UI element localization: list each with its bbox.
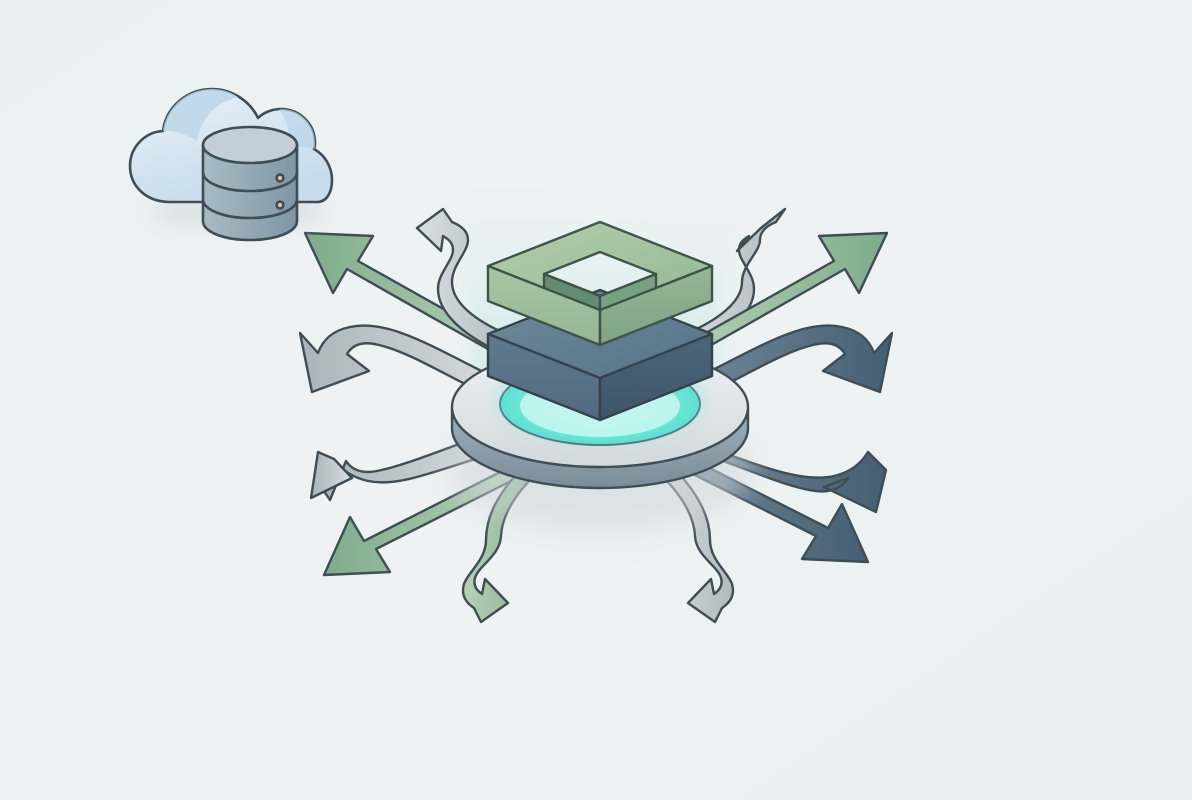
node-cloud-database	[128, 87, 334, 242]
arrow-up-right-wave	[674, 207, 787, 358]
database-led-1	[275, 173, 285, 183]
arrow-left-curved	[298, 324, 514, 405]
hub-upper-block	[486, 220, 714, 347]
database-top-disc	[201, 125, 299, 165]
upper-block-right	[598, 264, 714, 347]
arrow-right-curved	[678, 324, 894, 405]
database-band-1	[201, 171, 299, 193]
database-led-2	[275, 200, 285, 210]
cloud-shade-right	[279, 109, 315, 149]
arrow-group	[298, 207, 894, 624]
lower-block-right	[598, 332, 714, 422]
database-band-2	[201, 198, 299, 220]
database-icon	[201, 125, 299, 242]
cloud-shade-left	[163, 89, 238, 141]
